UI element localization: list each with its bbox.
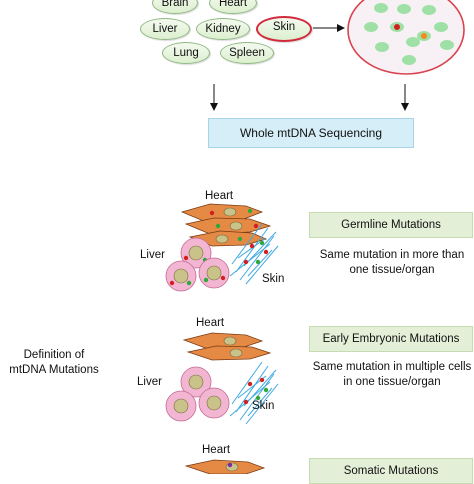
heart-label: Heart [196,317,225,329]
skin-cells-2 [229,361,279,425]
down-arrow-left [210,84,218,111]
dish-cell [375,42,389,52]
liver-cells-1 [165,237,230,292]
germline-mutations-box: Germline Mutations [309,212,473,238]
heart-label: Heart [202,444,231,456]
culture-dish [347,0,465,75]
heart-cells-1 [180,203,272,247]
dish-cell [402,55,416,65]
down-arrow-right [401,84,409,111]
mutation-dot [421,33,427,39]
sequencing-box: Whole mtDNA Sequencing [208,118,414,148]
skin-label: Skin [252,400,275,412]
tissue-pill-lung[interactable]: Lung [162,42,210,64]
liver-cells-2 [165,366,230,422]
dish-cell [397,4,411,14]
definition-label: Definition of mtDNA Mutations [9,349,99,376]
diagram-graphics [165,0,465,474]
heart-cells-2 [182,332,272,361]
germline-description: Same mutation in more than one tissue/or… [319,249,465,276]
skin-to-dish-arrow [313,24,345,32]
dish-cell [364,22,378,32]
dish-cell [406,37,420,47]
skin-label: Skin [262,273,285,285]
skin-cells-1 [229,223,279,285]
dish-cell [440,40,454,50]
tissue-pill-spleen[interactable]: Spleen [220,42,274,64]
dish-cell [374,3,388,13]
tissue-pill-skin[interactable]: Skin [256,16,312,42]
mutation-dot [394,24,400,30]
dish-cell [434,22,448,32]
dish-cell [422,5,436,15]
somatic-mutations-box: Somatic Mutations [309,458,473,484]
tissue-pill-kidney[interactable]: Kidney [196,18,250,40]
heart-cells-3 [184,459,266,474]
early-embryonic-mutations-box: Early Embryonic Mutations [309,326,473,352]
heart-label: Heart [205,190,234,202]
tissue-pill-liver[interactable]: Liver [140,18,190,40]
liver-label: Liver [140,249,165,261]
liver-label: Liver [137,376,162,388]
early-embryonic-description: Same mutation in multiple cells in one t… [312,361,472,388]
